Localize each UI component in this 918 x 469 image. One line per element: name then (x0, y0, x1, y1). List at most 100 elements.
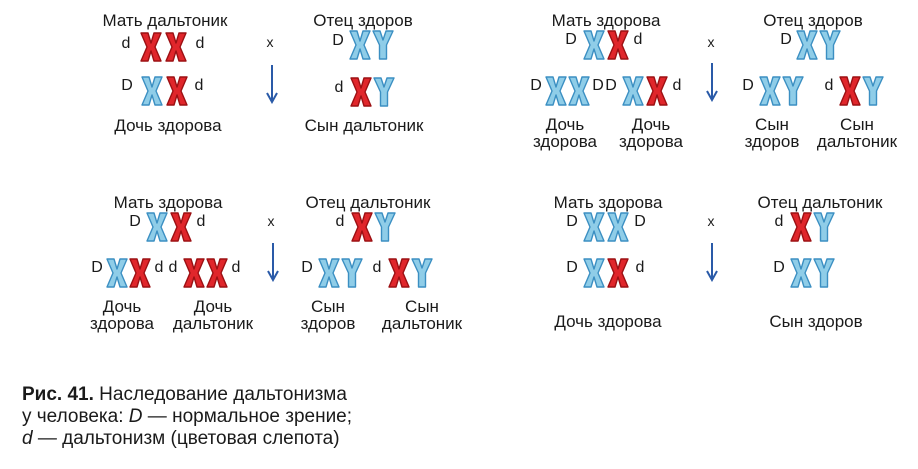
p4-son-label: Сын здоров (769, 312, 863, 331)
caption-allele-D: D (128, 406, 143, 427)
p1-mother-label: Мать дальтоник (102, 11, 228, 30)
p2-daughter2-allele-right: d (672, 77, 682, 94)
p4-daughter-x2-chromosome (607, 258, 629, 288)
p3-daughter1-allele-right: d (154, 259, 164, 276)
p2-son1-allele: D (742, 77, 754, 94)
p1-mother-allele-right: d (195, 35, 205, 52)
p1-mother-x2-chromosome (165, 32, 187, 62)
p3-mother-x1-chromosome (146, 212, 168, 242)
p4-daughter-allele-left: D (566, 259, 578, 276)
p3-son2-label-2: дальтоник (381, 314, 463, 333)
p3-daughter2-allele-right: d (231, 259, 241, 276)
p4-mother-label: Мать здорова (553, 193, 663, 212)
caption-line-3b: — дальтонизм (цветовая слепота) (32, 428, 340, 449)
p3-cross-symbol: x (267, 213, 275, 229)
p2-daughter2-x1-chromosome (622, 76, 644, 106)
p3-son2-x-chromosome (388, 258, 410, 288)
p3-son2-label-1: Сын (405, 297, 439, 316)
p2-daughter1-allele-right: D (592, 77, 604, 94)
p1-daughter-allele-left: D (121, 77, 133, 94)
p3-mother-label: Мать здорова (113, 193, 223, 212)
p3-father-x-chromosome (351, 212, 373, 242)
p3-son1-y-chromosome (341, 258, 363, 288)
p1-son-allele: d (334, 79, 344, 96)
p1-daughter-label: Дочь здорова (114, 116, 222, 135)
p2-father-label: Отец здоров (763, 11, 863, 30)
p1-father-y-chromosome (372, 30, 394, 60)
p2-father-x-chromosome (796, 30, 818, 60)
p2-mother-allele-right: d (633, 31, 643, 48)
p2-cross-symbol: x (707, 34, 715, 50)
p3-daughter1-x1-chromosome (106, 258, 128, 288)
p2-daughter1-allele-left: D (530, 77, 542, 94)
p4-son-allele: D (773, 259, 785, 276)
p2-daughter1-label-2: здорова (533, 132, 597, 151)
p3-son2-allele: d (372, 259, 382, 276)
p4-father-y-chromosome (813, 212, 835, 242)
p4-father-allele: d (774, 213, 784, 230)
p3-son1-x-chromosome (318, 258, 340, 288)
p4-daughter-label: Дочь здорова (554, 312, 662, 331)
p3-arrow-down (267, 243, 279, 282)
p3-daughter1-allele-left: D (91, 259, 103, 276)
p2-father-allele: D (780, 31, 792, 48)
p4-son-x-chromosome (790, 258, 812, 288)
p4-father-label: Отец дальтоник (757, 193, 883, 212)
p4-daughter-x1-chromosome (583, 258, 605, 288)
p3-father-allele: d (335, 213, 345, 230)
p2-son1-label-2: здоров (744, 132, 800, 151)
p2-son1-y-chromosome (782, 76, 804, 106)
p2-daughter2-allele-left: D (605, 77, 617, 94)
p1-father-label: Отец здоров (313, 11, 413, 30)
p1-daughter-x2-chromosome (166, 76, 188, 106)
p1-father-allele: D (332, 32, 344, 49)
caption-line-1: Наследование дальтонизма (99, 384, 347, 405)
p3-daughter1-x2-chromosome (129, 258, 151, 288)
p2-daughter1-x2-chromosome (568, 76, 590, 106)
p1-daughter-allele-right: d (194, 77, 204, 94)
p1-son-x-chromosome (350, 77, 372, 107)
caption-figure-number: Рис. 41. (22, 384, 94, 405)
p4-arrow-down (706, 243, 718, 282)
p3-daughter1-label-1: Дочь (102, 297, 142, 316)
p2-arrow-down (706, 63, 718, 102)
p2-mother-label: Мать здорова (551, 11, 661, 30)
p2-daughter1-label-1: Дочь (545, 115, 585, 134)
p2-son1-x-chromosome (759, 76, 781, 106)
p3-daughter2-x2-chromosome (206, 258, 228, 288)
p3-son1-label-2: здоров (300, 314, 356, 333)
p4-mother-allele-right: D (634, 213, 646, 230)
p2-mother-allele-left: D (565, 31, 577, 48)
p1-daughter-x1-chromosome (141, 76, 163, 106)
p1-arrow-down (266, 65, 278, 104)
p4-mother-allele-left: D (566, 213, 578, 230)
p2-mother-x2-chromosome (607, 30, 629, 60)
p1-mother-allele-left: d (121, 35, 131, 52)
p4-mother-x1-chromosome (583, 212, 605, 242)
p2-daughter1-x1-chromosome (545, 76, 567, 106)
p3-daughter1-label-2: здорова (90, 314, 154, 333)
p1-son-y-chromosome (373, 77, 395, 107)
caption-line-2a: у человека: (22, 406, 129, 427)
p2-son2-label-2: дальтоник (816, 132, 898, 151)
p2-mother-x1-chromosome (583, 30, 605, 60)
figure-caption: Рис. 41. Наследование дальтонизма у чело… (22, 384, 542, 450)
p2-daughter2-x2-chromosome (646, 76, 668, 106)
caption-line-2b: — нормальное зрение; (142, 406, 353, 427)
p2-son2-y-chromosome (862, 76, 884, 106)
p1-son-label: Сын дальтоник (304, 116, 424, 135)
p1-mother-x1-chromosome (140, 32, 162, 62)
p3-daughter2-allele-left: d (168, 259, 178, 276)
p4-cross-symbol: x (707, 213, 715, 229)
p3-daughter2-label-1: Дочь (193, 297, 233, 316)
p2-son2-x-chromosome (839, 76, 861, 106)
p2-daughter2-label-1: Дочь (631, 115, 671, 134)
caption-allele-d: d (22, 428, 33, 449)
p4-daughter-allele-right: d (635, 259, 645, 276)
p3-daughter2-label-2: дальтоник (172, 314, 254, 333)
p3-daughter2-x1-chromosome (183, 258, 205, 288)
p3-father-y-chromosome (374, 212, 396, 242)
p2-son2-allele: d (824, 77, 834, 94)
p3-son1-label-1: Сын (311, 297, 345, 316)
